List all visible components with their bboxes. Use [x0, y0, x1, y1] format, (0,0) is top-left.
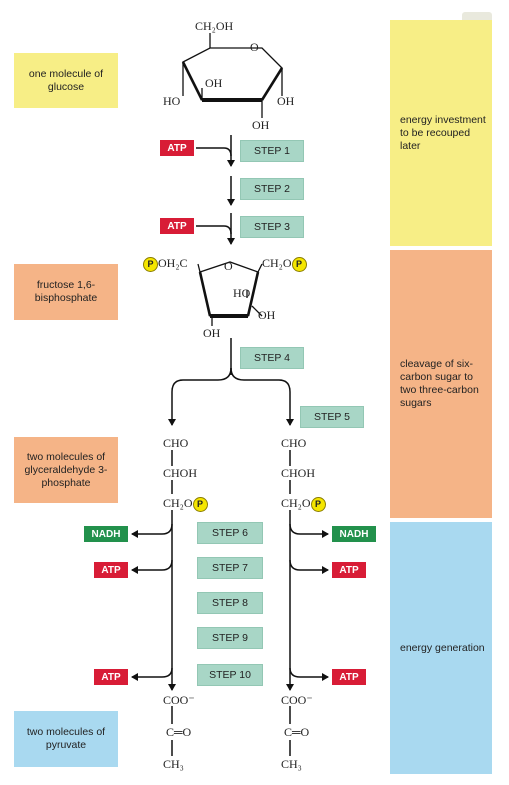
pyruvate-left-coo: COO⁻ — [163, 693, 195, 707]
fructose-ring-o: O — [224, 259, 233, 273]
step-1: STEP 1 — [240, 140, 304, 162]
phase-investment-text: energy investment to be recouped later — [400, 113, 486, 152]
pyruvate-right-coo: COO⁻ — [281, 693, 313, 707]
atp-step3: ATP — [160, 218, 194, 234]
glucose-ch2oh: CH₂OH — [195, 19, 234, 33]
label-glucose: one molecule of glucose — [14, 53, 118, 108]
fructose-ho: HO — [233, 286, 251, 300]
step-3: STEP 3 — [240, 216, 304, 238]
glucose-ring-o: O — [250, 40, 259, 54]
glucose-oh-bottom: OH — [252, 118, 270, 132]
atp-step10-right: ATP — [332, 669, 366, 685]
phase-generation-text: energy generation — [400, 641, 485, 654]
nadh-right: NADH — [332, 526, 376, 542]
step-8: STEP 8 — [197, 592, 263, 614]
glucose-ho: HO — [163, 94, 181, 108]
label-fructose: fructose 1,6-bisphosphate — [14, 264, 118, 320]
label-g3p-text: two molecules of glyceraldehyde 3-phosph… — [24, 450, 108, 489]
pyruvate-left-co: C═O — [166, 725, 192, 739]
step-4: STEP 4 — [240, 347, 304, 369]
atp-step10-left: ATP — [94, 669, 128, 685]
phosphate-icon: P — [143, 256, 158, 272]
step-2: STEP 2 — [240, 178, 304, 200]
glucose-oh-right: OH — [277, 94, 295, 108]
label-pyruvate: two molecules of pyruvate — [14, 711, 118, 767]
g3p-left-ch2o-text: CH₂O — [163, 496, 193, 510]
nadh-left: NADH — [84, 526, 128, 542]
fructose-och2c: OH₂C — [158, 256, 188, 270]
phosphate-icon: P — [192, 496, 208, 512]
atp-step7-right: ATP — [332, 562, 366, 578]
step-6: STEP 6 — [197, 522, 263, 544]
label-glucose-text: one molecule of glucose — [28, 67, 104, 93]
fructose-oh-bottom: OH — [203, 326, 221, 340]
label-pyruvate-text: two molecules of pyruvate — [26, 726, 106, 751]
g3p-right-ch2o-text: CH₂O — [281, 496, 311, 510]
step-7: STEP 7 — [197, 557, 263, 579]
pyruvate-left-ch3: CH₃ — [163, 757, 184, 771]
atp-step7-left: ATP — [94, 562, 128, 578]
fructose-oh-right: OH — [258, 308, 276, 322]
glucose-oh-top: OH — [205, 76, 223, 90]
step-5: STEP 5 — [300, 406, 364, 428]
g3p-left-choh: CHOH — [163, 466, 198, 480]
phosphate-icon: P — [291, 256, 307, 272]
fructose-ch2o: CH₂O — [262, 256, 292, 270]
g3p-right-cho: CHO — [281, 436, 307, 450]
phosphate-icon: P — [310, 496, 326, 512]
phase-investment: energy investment to be recouped later — [390, 20, 492, 246]
step-9: STEP 9 — [197, 627, 263, 649]
g3p-left-cho: CHO — [163, 436, 189, 450]
phase-cleavage-text: cleavage of six-carbon sugar to two thre… — [400, 358, 479, 409]
pyruvate-right-ch3: CH₃ — [281, 757, 302, 771]
atp-step1: ATP — [160, 140, 194, 156]
phase-cleavage: cleavage of six-carbon sugar to two thre… — [390, 250, 492, 518]
phase-generation: energy generation — [390, 522, 492, 774]
label-g3p: two molecules of glyceraldehyde 3-phosph… — [14, 437, 118, 503]
g3p-right-choh: CHOH — [281, 466, 316, 480]
label-fructose-text: fructose 1,6-bisphosphate — [34, 279, 98, 304]
pyruvate-right-co: C═O — [284, 725, 310, 739]
step-10: STEP 10 — [197, 664, 263, 686]
